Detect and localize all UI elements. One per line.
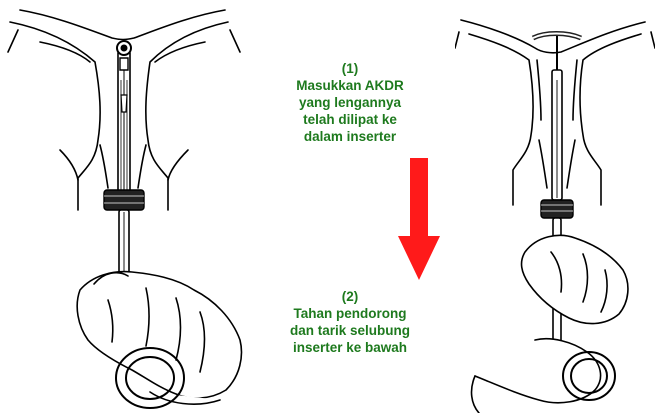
step-2-line-2: dan tarik selubung <box>262 322 438 339</box>
right-depth-flange <box>541 200 573 218</box>
step-2-number: (2) <box>262 288 438 305</box>
down-arrow-icon <box>398 158 440 280</box>
step-2-instruction: (2) Tahan pendorong dan tarik selubung i… <box>262 288 438 356</box>
inserter-tube <box>118 50 130 200</box>
right-inserter-tube <box>552 70 562 200</box>
right-release-illustration <box>455 0 655 413</box>
left-insertion-illustration <box>0 0 250 413</box>
step-1-line-2: yang lengannya <box>270 94 430 111</box>
uterus-outline <box>10 22 100 210</box>
depth-flange <box>104 190 144 210</box>
step-1-line-4: dalam inserter <box>270 128 430 145</box>
step-1-line-1: Masukkan AKDR <box>270 77 430 94</box>
step-1-instruction: (1) Masukkan AKDR yang lengannya telah d… <box>270 60 430 145</box>
uterus-outline-right <box>146 22 228 210</box>
step-1-line-3: telah dilipat ke <box>270 111 430 128</box>
step-2-line-1: Tahan pendorong <box>262 305 438 322</box>
step-2-line-3: inserter ke bawah <box>262 339 438 356</box>
step-1-number: (1) <box>270 60 430 77</box>
hand <box>77 272 241 405</box>
